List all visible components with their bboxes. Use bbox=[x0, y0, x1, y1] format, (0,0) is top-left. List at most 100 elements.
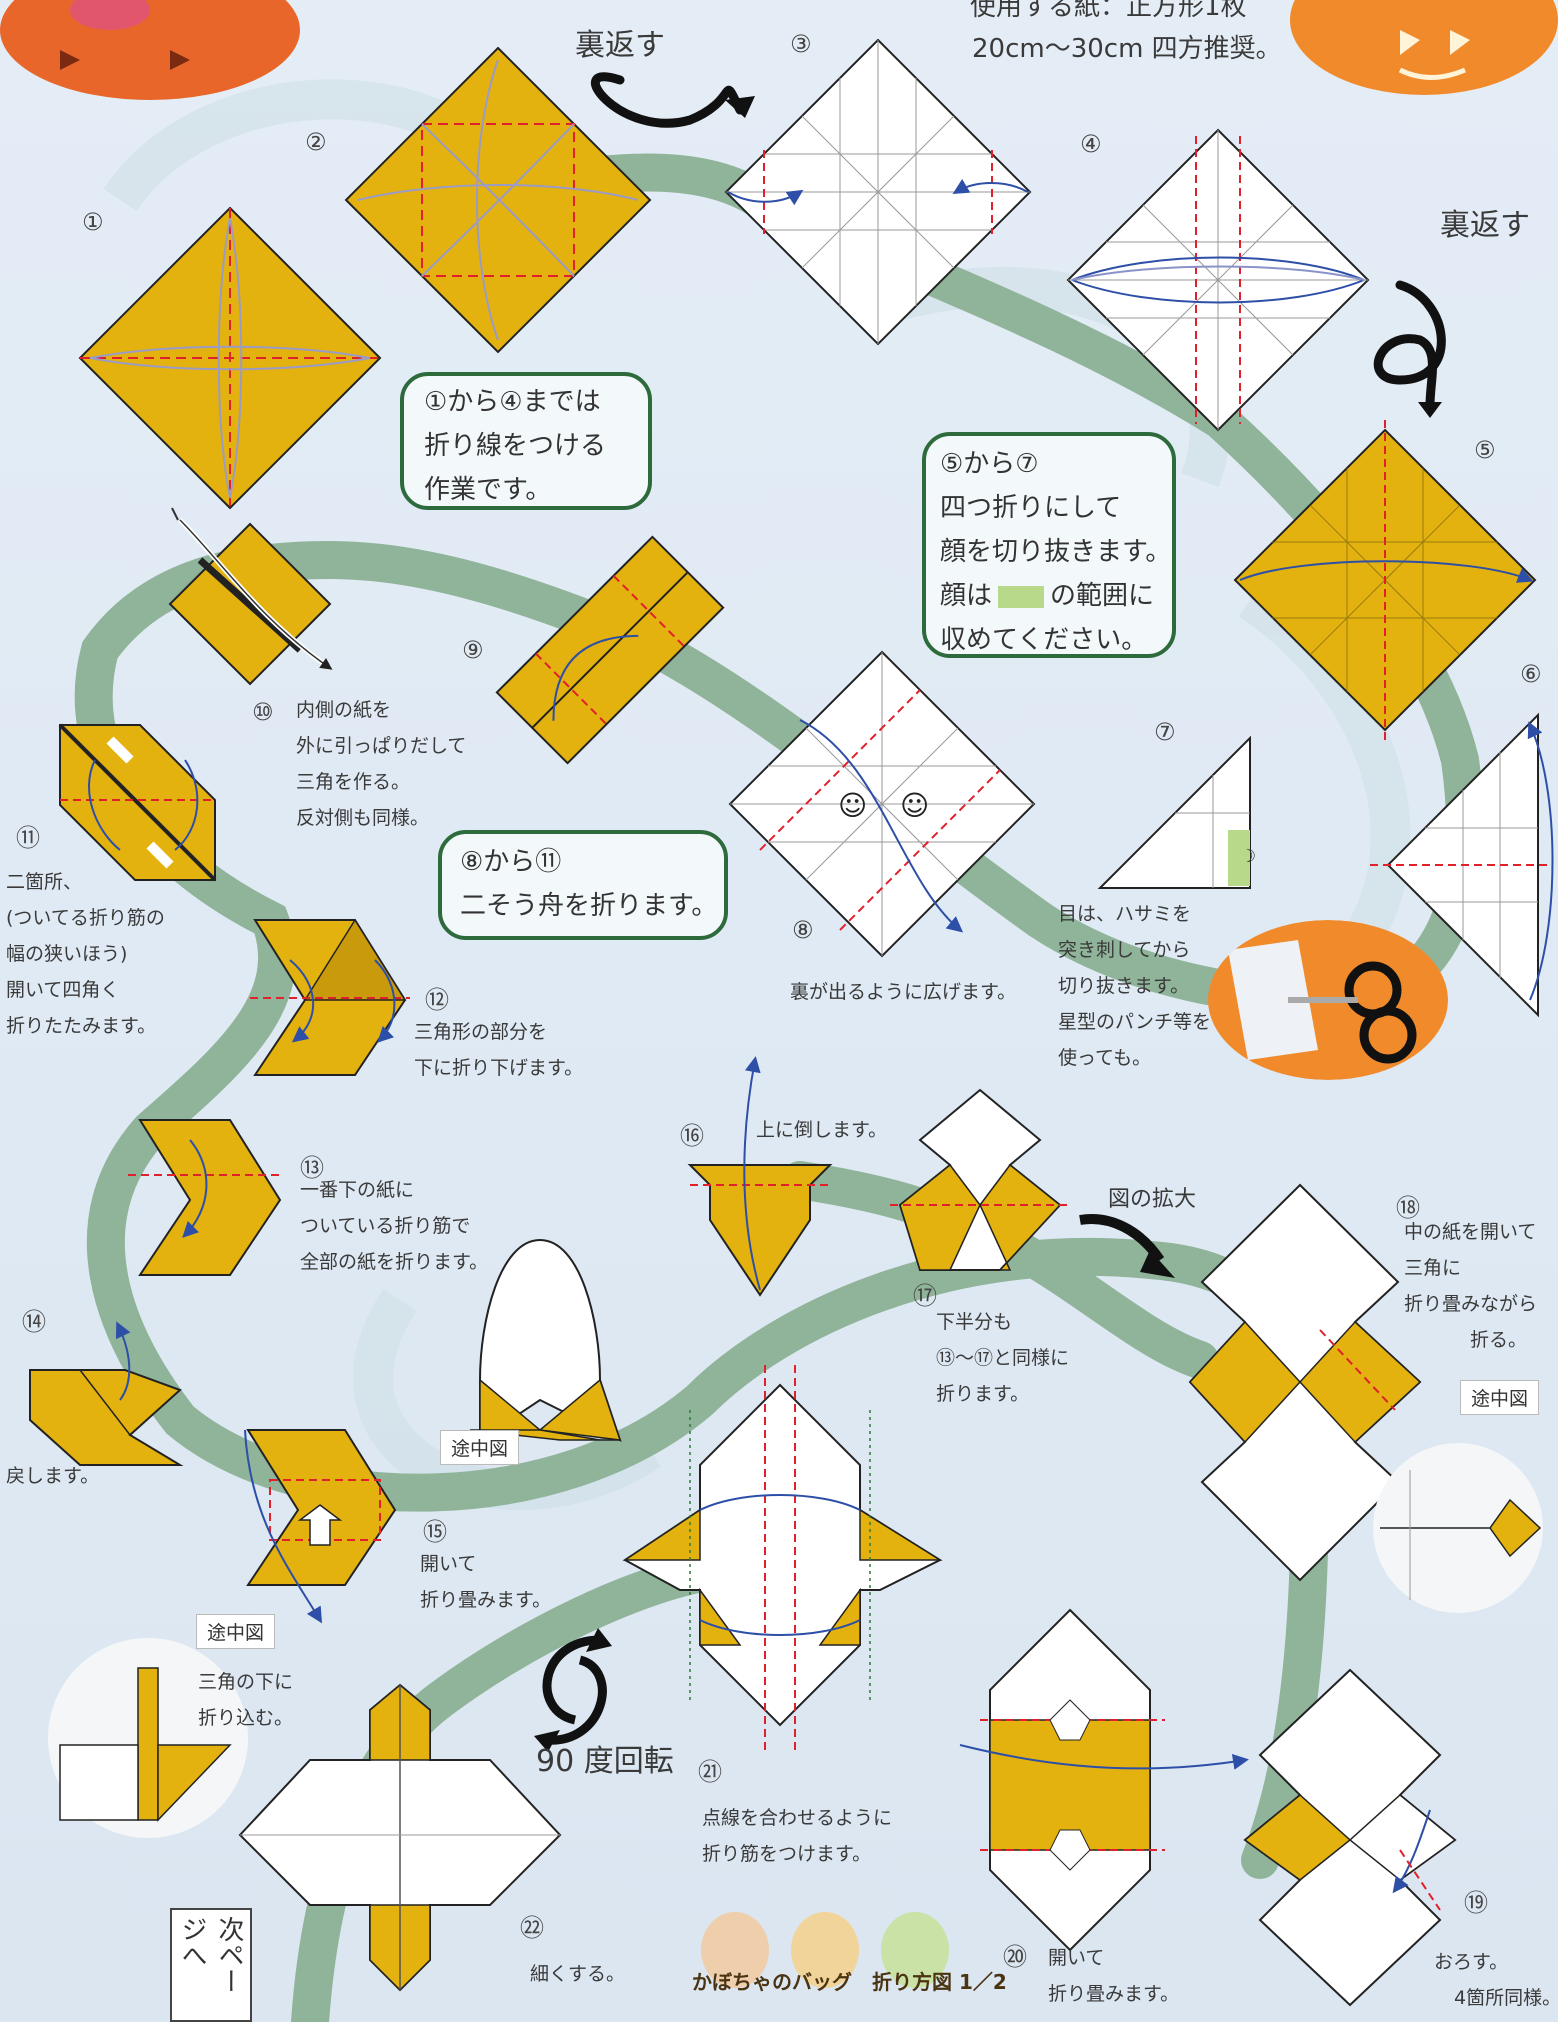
note7-line4: 星型のパンチ等を bbox=[1058, 1004, 1211, 1040]
note21-line2: 折り筋をつけます。 bbox=[702, 1836, 892, 1872]
note-step22: 細くする。 bbox=[530, 1956, 625, 1992]
flip-arrow-1 bbox=[595, 77, 755, 123]
step-number-7: ⑦ bbox=[1154, 718, 1176, 746]
note-box-steps-1-4: ①から④までは 折り線をつける 作業です。 bbox=[400, 372, 652, 510]
note12-line1: 三角形の部分を bbox=[414, 1014, 583, 1050]
note-step11: 二箇所、 (ついてる折り筋の 幅の狭いほう) 開いて四角く 折りたたみます。 bbox=[6, 864, 165, 1044]
next-page-label: 次ページへ bbox=[170, 1908, 252, 2022]
note11-line2: (ついてる折り筋の bbox=[6, 900, 165, 936]
step-number-21: ㉑ bbox=[698, 1752, 722, 1787]
flip-arrow-2 bbox=[1378, 285, 1442, 418]
step15-diagram bbox=[245, 1430, 395, 1620]
note10-line2: 外に引っぱりだして bbox=[296, 728, 466, 764]
note-step14: 戻します。 bbox=[6, 1458, 99, 1494]
midway-tag-3: 途中図 bbox=[196, 1614, 275, 1649]
note-step12: 三角形の部分を 下に折り下げます。 bbox=[414, 1014, 583, 1086]
scissors-photo bbox=[1208, 920, 1448, 1080]
step11-diagram bbox=[60, 725, 215, 880]
step10-diagram bbox=[170, 508, 330, 684]
step-number-4: ④ bbox=[1080, 130, 1102, 158]
note-step19: おろす。 4箇所同様。 bbox=[1434, 1944, 1558, 2016]
note-step20: 開いて 折り畳みます。 bbox=[1048, 1940, 1179, 2012]
box3-line1: ⑧から⑪ bbox=[460, 840, 706, 884]
note19-line2: 4箇所同様。 bbox=[1434, 1980, 1558, 2016]
note11-line4: 開いて四角く bbox=[6, 972, 165, 1008]
note-step10: 内側の紙を 外に引っぱりだして 三角を作る。 反対側も同様。 bbox=[296, 692, 466, 836]
step-number-11: ⑪ bbox=[16, 818, 40, 853]
midway-inset-18 bbox=[1373, 1443, 1543, 1613]
pumpkin-photo-right bbox=[1290, 0, 1558, 100]
step16-diagram bbox=[690, 1060, 830, 1295]
note11-line5: 折りたたみます。 bbox=[6, 1008, 165, 1044]
inset-note-line1: 三角の下に bbox=[198, 1664, 293, 1700]
note7-line1: 目は、ハサミを bbox=[1058, 896, 1211, 932]
note10-line1: 内側の紙を bbox=[296, 692, 466, 728]
note-step13: 一番下の紙に ついている折り筋で 全部の紙を折ります。 bbox=[300, 1172, 488, 1280]
note-step16: 上に倒します。 bbox=[756, 1112, 887, 1148]
step14-diagram bbox=[30, 1325, 180, 1465]
step4-diagram bbox=[1068, 130, 1368, 430]
inset-note-line2: 折り込む。 bbox=[198, 1700, 293, 1736]
svg-text:☺: ☺ bbox=[900, 789, 929, 822]
paper-note-line2: 20cm〜30cm 四方推奨。 bbox=[972, 28, 1282, 65]
step-number-22: ㉒ bbox=[520, 1908, 544, 1943]
box2-line5: 収めてください。 bbox=[940, 618, 1158, 662]
note18-line4: 折る。 bbox=[1404, 1322, 1537, 1358]
note11-line3: 幅の狭いほう) bbox=[6, 936, 165, 972]
note18-line1: 中の紙を開いて bbox=[1404, 1214, 1537, 1250]
note11-line1: 二箇所、 bbox=[6, 864, 165, 900]
note10-line4: 反対側も同様。 bbox=[296, 800, 466, 836]
flip-label-2: 裏返す bbox=[1440, 200, 1530, 244]
face-area-swatch bbox=[998, 586, 1044, 608]
note7-line5: 使っても。 bbox=[1058, 1040, 1211, 1076]
step-number-2: ② bbox=[305, 128, 327, 156]
note13-line1: 一番下の紙に bbox=[300, 1172, 488, 1208]
note-step17: 下半分も ⑬〜⑰と同様に 折ります。 bbox=[936, 1304, 1069, 1412]
step7-diagram: ☽ bbox=[1100, 738, 1256, 888]
note19-line1: おろす。 bbox=[1434, 1944, 1558, 1980]
step-number-16: ⑯ bbox=[680, 1116, 704, 1151]
note-step18: 中の紙を開いて 三角に 折り畳みながら 折る。 bbox=[1404, 1214, 1537, 1358]
zoom-label: 図の拡大 bbox=[1108, 1182, 1196, 1218]
note18-line3: 折り畳みながら bbox=[1404, 1286, 1537, 1322]
step-number-19: ⑲ bbox=[1464, 1883, 1488, 1918]
note-box-steps-5-7: ⑤から⑦ 四つ折りにして 顔を切り抜きます。 顔はの範囲に 収めてください。 bbox=[922, 432, 1176, 658]
box2-line4: 顔はの範囲に bbox=[940, 574, 1158, 618]
note-step15: 開いて 折り畳みます。 bbox=[420, 1546, 551, 1618]
box2-line1: ⑤から⑦ bbox=[940, 442, 1158, 486]
svg-text:☺: ☺ bbox=[838, 789, 867, 822]
step-number-15: ⑮ bbox=[423, 1512, 447, 1547]
box1-line2: 折り線をつける bbox=[424, 424, 628, 468]
pumpkin-photo-left bbox=[0, 0, 350, 100]
note15-line2: 折り畳みます。 bbox=[420, 1582, 551, 1618]
step-number-10: ⑩ bbox=[252, 698, 274, 726]
box2-line4b: の範囲に bbox=[1050, 581, 1154, 611]
flip-label-1: 裏返す bbox=[575, 20, 665, 64]
step8-diagram: ☺ ☺ bbox=[730, 652, 1034, 956]
note-box-steps-8-11: ⑧から⑪ 二そう舟を折ります。 bbox=[438, 830, 728, 940]
note18-line2: 三角に bbox=[1404, 1250, 1537, 1286]
step-number-3: ③ bbox=[790, 30, 812, 58]
inset-note: 三角の下に 折り込む。 bbox=[198, 1664, 293, 1736]
box1-line3: 作業です。 bbox=[424, 468, 628, 512]
note13-line3: 全部の紙を折ります。 bbox=[300, 1244, 488, 1280]
note13-line2: ついている折り筋で bbox=[300, 1208, 488, 1244]
note7-line2: 突き刺してから bbox=[1058, 932, 1211, 968]
note20-line1: 開いて bbox=[1048, 1940, 1179, 1976]
box2-line3: 顔を切り抜きます。 bbox=[940, 530, 1158, 574]
midway-tag-2: 途中図 bbox=[1460, 1380, 1539, 1415]
paper-note-line1: 使用する紙：正方形1枚 bbox=[970, 0, 1247, 23]
note21-line1: 点線を合わせるように bbox=[702, 1800, 892, 1836]
step-number-17: ⑰ bbox=[913, 1276, 937, 1311]
svg-text:☽: ☽ bbox=[1240, 846, 1256, 867]
note20-line2: 折り畳みます。 bbox=[1048, 1976, 1179, 2012]
box3-line2: 二そう舟を折ります。 bbox=[460, 884, 706, 928]
note17-line1: 下半分も bbox=[936, 1304, 1069, 1340]
note12-line2: 下に折り下げます。 bbox=[414, 1050, 583, 1086]
footer-title: かぼちゃのバッグ 折り方図 1／2 bbox=[692, 1966, 1007, 1995]
step-number-5: ⑤ bbox=[1474, 436, 1496, 464]
note-step8: 裏が出るように広げます。 bbox=[790, 974, 1016, 1010]
step-number-1: ① bbox=[82, 208, 104, 236]
midway-diagram-1 bbox=[470, 1240, 620, 1440]
